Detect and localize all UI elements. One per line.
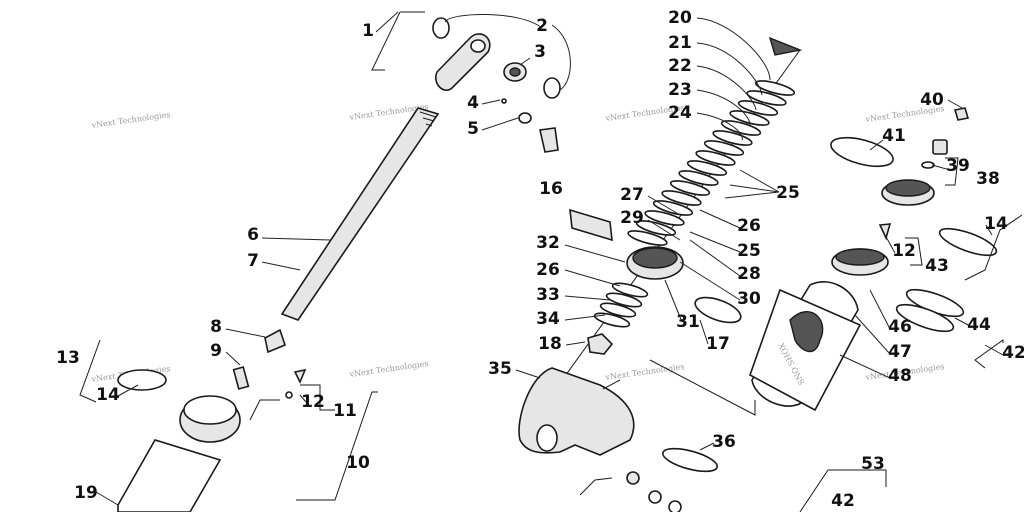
shim-washer bbox=[678, 170, 719, 186]
callout-39: 39 bbox=[946, 156, 970, 176]
callout-31: 31 bbox=[676, 312, 700, 332]
reservoir-assembly: XOHS ONS bbox=[649, 99, 1023, 512]
callout-20: 20 bbox=[668, 8, 692, 28]
shock-body bbox=[117, 439, 222, 512]
callout-9: 9 bbox=[210, 341, 222, 361]
shim-washer bbox=[686, 160, 728, 176]
callout-25: 25 bbox=[737, 241, 761, 261]
pin-part bbox=[232, 366, 250, 390]
shim-washer bbox=[605, 292, 643, 308]
callout-32: 32 bbox=[536, 233, 560, 253]
callout-44: 44 bbox=[967, 315, 991, 335]
callout-40: 40 bbox=[920, 90, 944, 110]
callout-21: 21 bbox=[668, 33, 692, 53]
arrow-marker bbox=[768, 36, 803, 56]
shim-washer bbox=[695, 150, 736, 166]
watermark-text: vNext Technologies bbox=[90, 110, 171, 130]
callout-48: 48 bbox=[888, 366, 912, 386]
nut-part bbox=[587, 333, 614, 355]
callout-42: 42 bbox=[1002, 343, 1024, 363]
callout-46: 46 bbox=[888, 317, 912, 337]
callout-16: 16 bbox=[539, 179, 563, 199]
callout-7: 7 bbox=[247, 251, 259, 271]
callout-27: 27 bbox=[620, 185, 644, 205]
shim-washer bbox=[644, 210, 685, 226]
snap-ring bbox=[432, 17, 450, 39]
shaft-assembly bbox=[79, 11, 571, 512]
callout-36: 36 bbox=[712, 432, 736, 452]
callout-47: 47 bbox=[888, 342, 912, 362]
callout-34: 34 bbox=[536, 309, 560, 329]
callout-30: 30 bbox=[737, 289, 761, 309]
shim-washer bbox=[754, 80, 796, 96]
callout-8: 8 bbox=[210, 317, 222, 337]
callout-23: 23 bbox=[668, 80, 692, 100]
callout-53: 53 bbox=[861, 454, 885, 474]
shim-washer bbox=[611, 282, 649, 298]
needle-part bbox=[264, 328, 286, 354]
callout-17: 17 bbox=[706, 334, 730, 354]
valve-stack-assembly bbox=[515, 17, 803, 512]
callout-4: 4 bbox=[467, 93, 479, 113]
callout-19: 19 bbox=[74, 483, 98, 503]
spacer-part bbox=[569, 208, 613, 242]
callout-13: 13 bbox=[56, 348, 80, 368]
callout-14: 14 bbox=[984, 214, 1008, 234]
callout-24: 24 bbox=[668, 103, 692, 123]
callout-35: 35 bbox=[488, 359, 512, 379]
shim-washer bbox=[712, 130, 753, 146]
callout-1: 1 bbox=[362, 21, 374, 41]
callout-14: 14 bbox=[96, 385, 120, 405]
callout-6: 6 bbox=[247, 225, 259, 245]
piston-rod bbox=[280, 107, 440, 321]
callout-11: 11 bbox=[333, 401, 357, 421]
callout-26: 26 bbox=[737, 216, 761, 236]
shim-washer bbox=[593, 312, 631, 328]
callout-29: 29 bbox=[620, 208, 644, 228]
shim-washers bbox=[593, 80, 796, 328]
callout-38: 38 bbox=[976, 169, 1000, 189]
callout-12: 12 bbox=[301, 392, 325, 412]
callout-25: 25 bbox=[776, 183, 800, 203]
shim-washer bbox=[737, 100, 779, 116]
shim-washer bbox=[627, 230, 668, 246]
shim-washer bbox=[729, 110, 770, 126]
callout-10: 10 bbox=[346, 453, 370, 473]
shim-washer bbox=[661, 190, 702, 206]
callout-26: 26 bbox=[536, 260, 560, 280]
callout-43: 43 bbox=[925, 256, 949, 276]
callout-22: 22 bbox=[668, 56, 692, 76]
fox-logo bbox=[789, 311, 824, 353]
callout-28: 28 bbox=[737, 264, 761, 284]
bottom-eyelet bbox=[518, 367, 635, 456]
shim-washer bbox=[669, 180, 711, 196]
fitting-part bbox=[539, 127, 559, 153]
shim-washer bbox=[652, 200, 694, 216]
callout-2: 2 bbox=[536, 16, 548, 36]
callout-41: 41 bbox=[882, 126, 906, 146]
callout-33: 33 bbox=[536, 285, 560, 305]
callout-5: 5 bbox=[467, 119, 479, 139]
callout-12: 12 bbox=[892, 241, 916, 261]
callout-18: 18 bbox=[538, 334, 562, 354]
watermark-text: vNext Technologies bbox=[348, 359, 429, 379]
shim-washer bbox=[746, 90, 787, 106]
shim-washer bbox=[599, 302, 637, 318]
callout-3: 3 bbox=[534, 42, 546, 62]
shim-washer bbox=[703, 140, 745, 156]
callout-42: 42 bbox=[831, 491, 855, 511]
